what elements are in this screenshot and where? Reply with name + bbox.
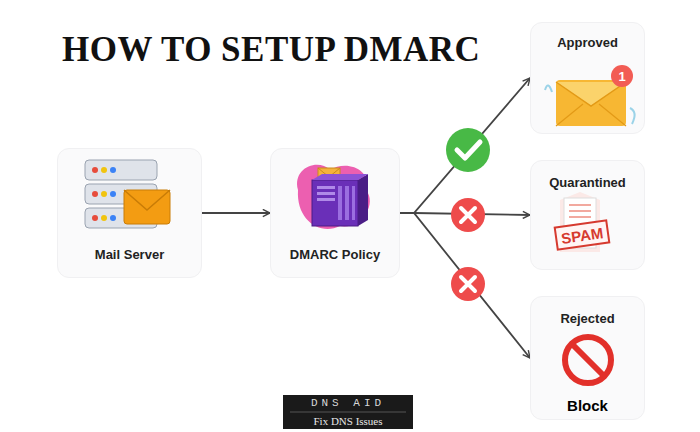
logo-tagline: Fix DNS Issues <box>313 416 382 427</box>
node-label: DMARC Policy <box>271 247 399 262</box>
badge-number: 1 <box>618 70 625 83</box>
node-panel: Quarantined <box>530 160 645 270</box>
status-icons <box>446 128 490 301</box>
connector-arrow <box>400 213 530 215</box>
node-panel: RejectedBlock <box>530 296 645 420</box>
node-panel: Approved <box>530 22 645 134</box>
node-label: Rejected <box>531 311 644 326</box>
node-label: Approved <box>531 35 644 50</box>
node-sublabel: Block <box>531 397 644 414</box>
title: HOW TO SETUP DMARC <box>62 30 480 70</box>
node-label: Quarantined <box>531 175 644 190</box>
logo-rule <box>290 412 406 413</box>
logo-box <box>283 395 413 429</box>
node-panel: DMARC Policy <box>270 148 400 278</box>
connector-arrow <box>400 78 530 213</box>
logo-name: DNS AID <box>311 398 385 409</box>
connector-arrow <box>202 212 270 214</box>
node-panel: Mail Server <box>57 148 202 278</box>
node-label: Mail Server <box>58 247 201 262</box>
connector-arrow <box>400 213 530 358</box>
